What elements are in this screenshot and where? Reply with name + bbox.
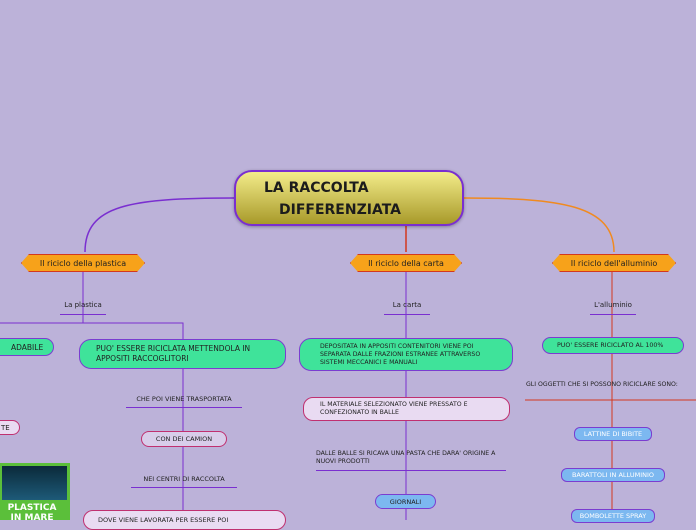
alluminio-item-barattoli[interactable]: BARATTOLI IN ALLUMINIO: [561, 468, 665, 482]
central-title-line1: LA RACCOLTA: [264, 180, 369, 196]
central-title-line2: DIFFERENZIATA: [279, 202, 401, 218]
central-topic[interactable]: LA RACCOLTA DIFFERENZIATA: [234, 170, 464, 226]
plastica-step-lavorata[interactable]: DOVE VIENE LAVORATA PER ESSERE POI: [83, 510, 286, 530]
plastica-left-small-node[interactable]: TE: [0, 420, 20, 435]
branch-alluminio[interactable]: Il riciclo dell'alluminio: [552, 254, 676, 272]
plastica-recycle-node[interactable]: PUO' ESSERE RICICLATA METTENDOLA IN APPO…: [79, 339, 286, 369]
image-text-line2: IN MARE: [10, 513, 54, 523]
alluminio-node-riciclato[interactable]: PUO' ESSERE RICICLATO AL 100%: [542, 337, 684, 354]
plastica-in-mare-image: PLASTICA IN MARE: [0, 463, 70, 523]
carta-node-pressato[interactable]: IL MATERIALE SELEZIONATO VIENE PRESSATO …: [303, 397, 510, 421]
carta-node-giornali[interactable]: GIORNALI: [375, 494, 436, 509]
plastica-step-centri[interactable]: NEI CENTRI DI RACCOLTA: [131, 475, 237, 489]
carta-node-pasta[interactable]: DALLE BALLE SI RICAVA UNA PASTA CHE DARA…: [316, 450, 506, 471]
sea-photo: [2, 466, 67, 500]
plastica-step-camion[interactable]: CON DEI CAMION: [141, 431, 227, 447]
alluminio-node-oggetti[interactable]: GLI OGGETTI CHE SI POSSONO RICICLARE SON…: [526, 381, 678, 388]
alluminio-item-lattine[interactable]: LATTINE DI BIBITE: [574, 427, 652, 441]
plastica-left-node[interactable]: ADABILE: [0, 338, 54, 356]
alluminio-item-bombolette[interactable]: BOMBOLETTE SPRAY: [571, 509, 655, 523]
alluminio-subtopic[interactable]: L'alluminio: [590, 301, 636, 315]
branch-carta[interactable]: Il riciclo della carta: [350, 254, 462, 272]
image-text-line1: PLASTICA: [7, 503, 57, 513]
carta-node-depositata[interactable]: DEPOSITATA IN APPOSITI CONTENITORI VIENE…: [299, 338, 513, 371]
carta-subtopic[interactable]: La carta: [384, 301, 430, 315]
plastica-subtopic[interactable]: La plastica: [60, 301, 106, 315]
plastica-step-transport[interactable]: CHE POI VIENE TRASPORTATA: [126, 395, 242, 409]
branch-plastica[interactable]: Il riciclo della plastica: [21, 254, 145, 272]
